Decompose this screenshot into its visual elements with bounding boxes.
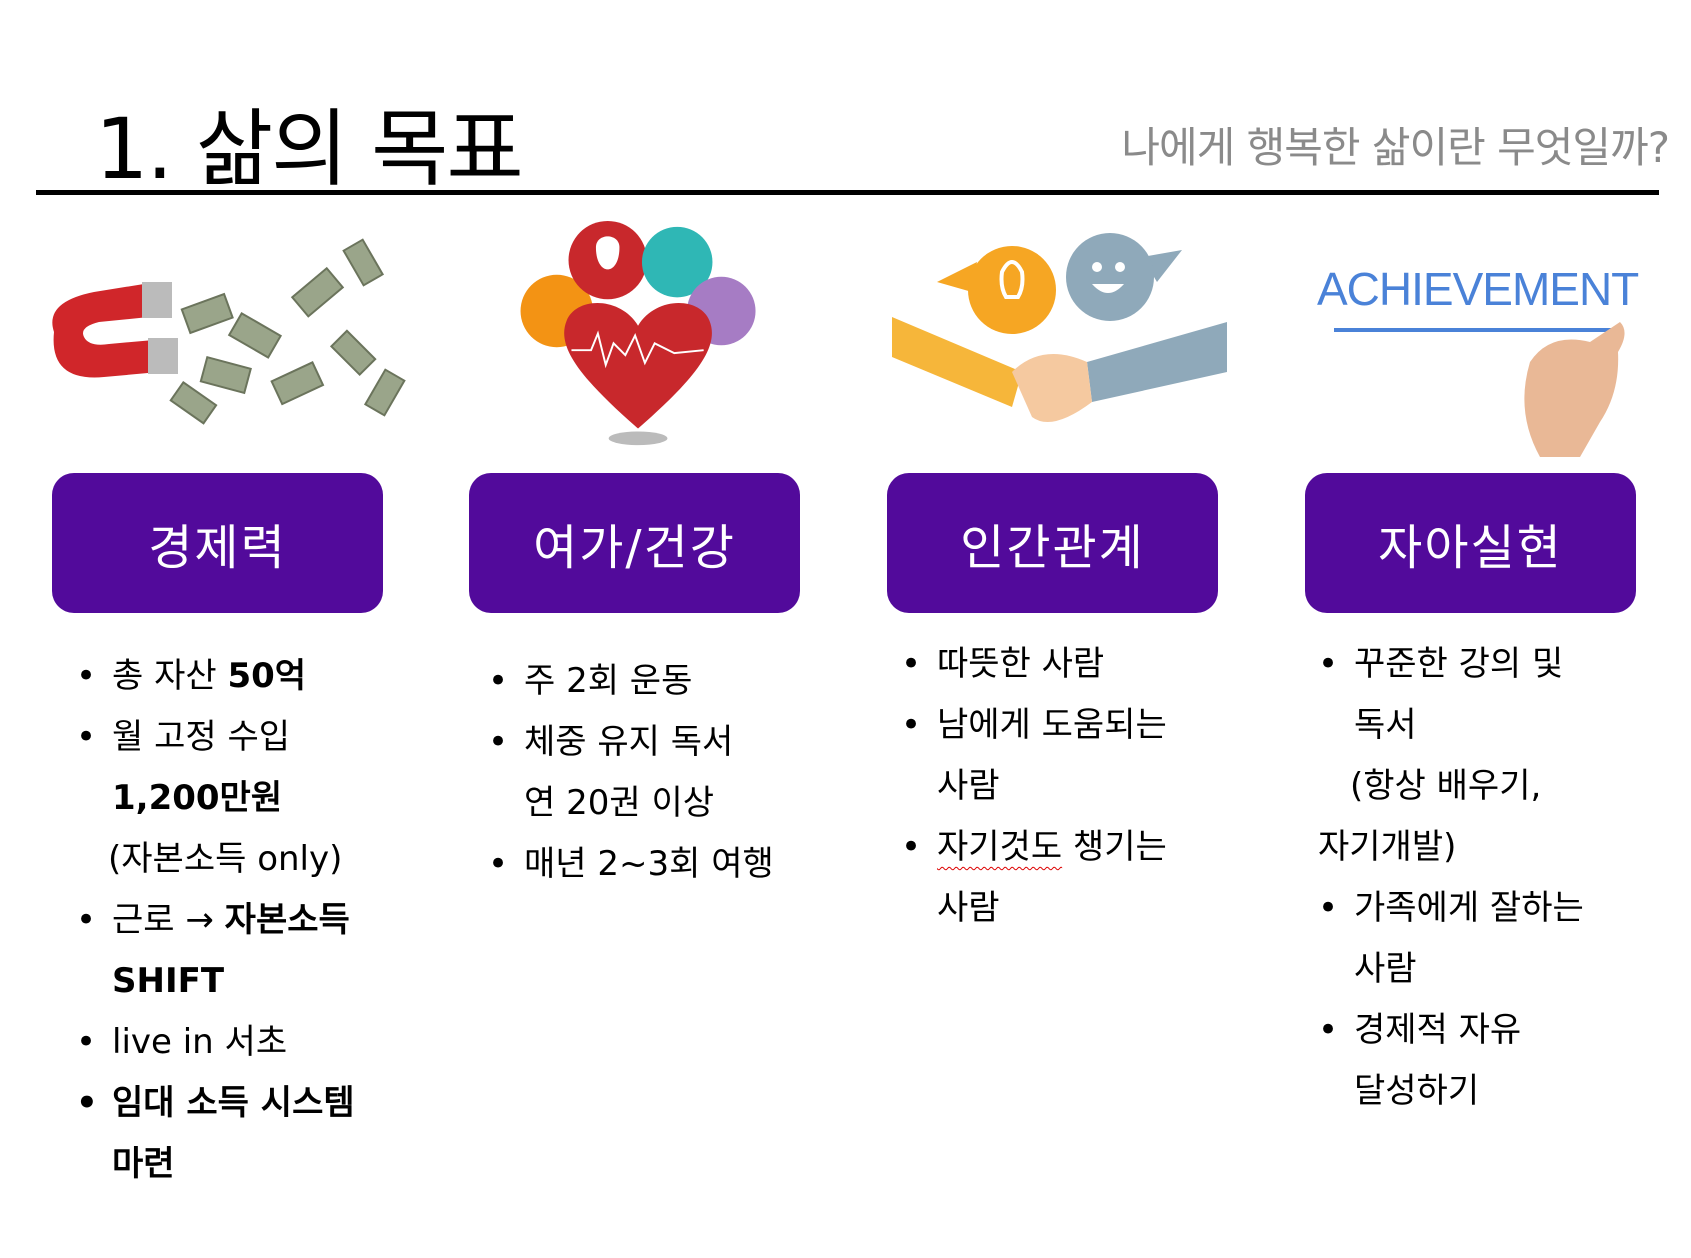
category-self-realization: 자아실현 [1305,473,1636,613]
list-item: 사람 [937,766,1000,806]
page-title: 1. 삶의 목표 [95,100,524,198]
list-item: 연 20권 이상 [524,783,714,823]
economic-list: 총 자산 50억 월 고정 수입 1,200만원 (자본소득 only) 근로 … [76,646,355,1195]
category-economic: 경제력 [52,473,383,613]
health-leisure-image [520,220,756,446]
list-item: 사람 [937,888,1000,928]
list-item: 체중 유지 독서 [488,712,774,773]
list-item: 남에게 도움되는 [901,695,1167,756]
list-item: 가족에게 잘하는 [1318,878,1584,939]
category-relationships: 인간관계 [887,473,1218,613]
leisure-list: 주 2회 운동 체중 유지 독서 연 20권 이상 매년 2~3회 여행 [488,651,774,895]
list-item: 자기개발) [1318,827,1457,867]
list-item: 월 고정 수입 [76,707,355,768]
list-item: 1,200만원 [112,778,283,818]
category-leisure-health: 여가/건강 [469,473,800,613]
list-item: 독서 [1354,705,1417,745]
page-subtitle: 나에게 행복한 삶이란 무엇일까? [1121,123,1670,172]
magnet-money-image [52,238,406,425]
list-item: live in 서초 [76,1012,355,1073]
achievement-image: ACHIEVEMENT [1310,222,1650,457]
list-item: 임대 소득 시스템 [76,1073,355,1134]
title-divider [36,190,1659,195]
list-item: SHIFT [112,961,225,1001]
handshake-image [892,233,1227,422]
achievement-text: ACHIEVEMENT [1317,263,1639,315]
self-realization-list: 꾸준한 강의 및 독서 (항상 배우기, 자기개발) 가족에게 잘하는 사람 경… [1318,634,1584,1122]
list-item: 마련 [112,1144,175,1184]
list-item: 경제적 자유 [1318,1000,1584,1061]
list-item: 따뜻한 사람 [901,634,1167,695]
list-item: 사람 [1354,949,1417,989]
list-item: 매년 2~3회 여행 [488,834,774,895]
list-item: (자본소득 only) [108,839,343,879]
list-item: 근로 → 자본소득 [76,890,355,951]
list-item: 주 2회 운동 [488,651,774,712]
list-item: 자기것도 챙기는 [901,817,1167,878]
hand-icon [1524,322,1625,457]
list-item: (항상 배우기, [1350,766,1542,806]
list-item: 꾸준한 강의 및 [1318,634,1584,695]
relationships-list: 따뜻한 사람 남에게 도움되는 사람 자기것도 챙기는 사람 [901,634,1167,939]
list-item: 총 자산 50억 [76,646,355,707]
list-item: 달성하기 [1354,1071,1480,1111]
